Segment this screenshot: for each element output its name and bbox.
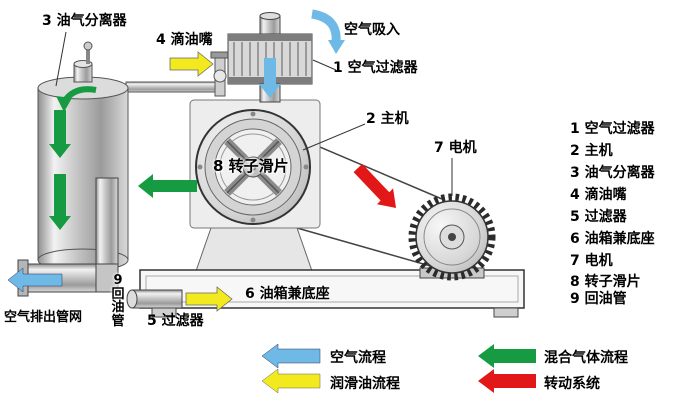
mixed-gas-arrow-down-1 — [49, 110, 71, 158]
leader-line-air-filter — [312, 59, 337, 71]
label-rotor-vane: 8 转子滑片 — [213, 157, 289, 175]
discharge-pipe-elbow — [95, 263, 119, 293]
oil-filter-body — [131, 289, 183, 309]
label-main-machine: 2 主机 — [366, 111, 409, 127]
legend-rotation-label: 转动系统 — [544, 376, 600, 392]
base-foot-right — [493, 307, 519, 318]
tank-vent-knob — [83, 41, 93, 51]
legend-mixed-label: 混合气体流程 — [544, 350, 628, 366]
legend-air-arrow — [261, 343, 321, 369]
motor — [408, 193, 496, 281]
parts-item-1: 1 空气过滤器 — [570, 121, 655, 137]
tank-vent-stem — [86, 48, 90, 64]
mixed-gas-arrow-down-2 — [49, 174, 71, 230]
label-air-intake: 空气吸入 — [344, 22, 400, 38]
motor-shaft — [448, 233, 456, 241]
label-separator: 3 油气分离器 — [42, 13, 127, 29]
parts-item-4: 4 滴油嘴 — [570, 187, 627, 203]
air-down-arrow — [259, 58, 281, 98]
leader-line-separator — [55, 31, 67, 87]
leader-line-main-machine — [302, 123, 366, 151]
label-motor: 7 电机 — [434, 140, 477, 156]
oil-dripper-valve — [213, 69, 227, 83]
separator-top-pipe — [125, 81, 221, 93]
air-intake-arrowhead — [328, 40, 345, 54]
label-oil-tank-base: 6 油箱兼底座 — [245, 286, 330, 302]
label-oil-dripper: 4 滴油嘴 — [156, 32, 213, 48]
legend-rotation-arrow — [478, 369, 536, 393]
mixed-gas-arrow-horizontal — [138, 174, 197, 198]
rotor-bolt-bottom — [250, 217, 256, 223]
rotor-shaft — [249, 163, 257, 171]
parts-item-9: 9 回油管 — [570, 291, 627, 307]
main-machine-rotor — [195, 109, 311, 225]
rotor-bolt-top — [250, 111, 256, 117]
rotor-bolt-right — [303, 164, 309, 170]
parts-item-7: 7 电机 — [570, 253, 613, 269]
base-plate-inner — [145, 275, 519, 303]
legend-oil-arrow — [261, 368, 321, 394]
rotation-arrow — [353, 163, 396, 208]
label-filter: 5 过滤器 — [147, 313, 204, 329]
motor-gear-ring — [408, 193, 496, 281]
parts-item-3: 3 油气分离器 — [570, 165, 655, 181]
oil-arrow-dripper — [169, 51, 214, 77]
legend-air-label: 空气流程 — [330, 350, 386, 366]
air-filter-band-top — [228, 34, 312, 41]
main-machine-stand — [195, 224, 313, 272]
oil-arrow-filter — [185, 286, 233, 312]
parts-item-6: 6 油箱兼底座 — [570, 231, 655, 247]
rotor-ring-3 — [219, 133, 287, 201]
air-filter-cap-top — [259, 12, 281, 20]
air-discharge-arrow — [7, 267, 63, 293]
oil-dripper-cap — [210, 51, 230, 59]
parts-item-5: 5 过滤器 — [570, 209, 627, 225]
legend-mixed-arrow — [478, 344, 536, 368]
label-air-filter: 1 空气过滤器 — [333, 60, 418, 76]
label-oil-return-pipe: 9回油管 — [111, 273, 125, 329]
parts-item-2: 2 主机 — [570, 143, 613, 159]
oil-filter-end — [126, 289, 138, 309]
air-intake-curve-arrow — [311, 9, 341, 43]
legend-oil-label: 润滑油流程 — [330, 376, 400, 392]
rotor-bolt-left — [197, 164, 203, 170]
label-air-discharge: 空气排出管网 — [4, 310, 83, 325]
motor-ring-inner — [423, 208, 481, 266]
mixed-gas-curve-arrowhead — [56, 96, 72, 112]
parts-item-8: 8 转子滑片 — [570, 274, 641, 290]
